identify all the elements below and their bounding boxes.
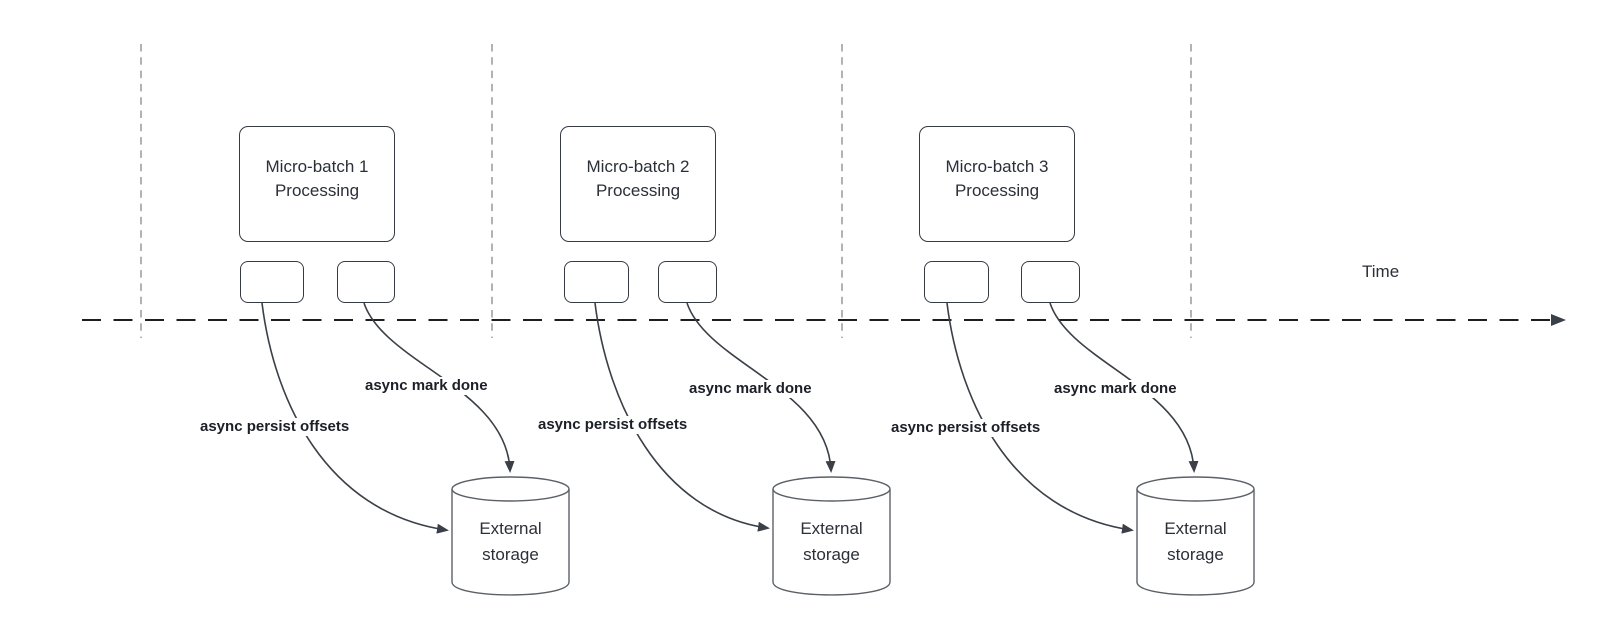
micro-batch-2-label: Micro-batch 2 Processing (586, 157, 690, 200)
external-storage-cylinder-1 (451, 476, 570, 596)
persist-task-box-1 (240, 261, 304, 303)
persist-offsets-label-2: async persist offsets (536, 416, 690, 434)
external-storage-label-1: External storage (479, 519, 542, 564)
micro-batch-1-box: Micro-batch 1 Processing (239, 126, 395, 242)
mark-done-label-3: async mark done (1052, 380, 1179, 398)
micro-batch-3-box: Micro-batch 3 Processing (919, 126, 1075, 242)
persist-offsets-label-3: async persist offsets (889, 419, 1043, 437)
mark-done-label-1: async mark done (363, 377, 490, 395)
external-storage-cylinder-3 (1136, 476, 1255, 596)
mark-done-task-box-3 (1021, 261, 1080, 303)
persist-task-box-2 (564, 261, 629, 303)
persist-task-box-3 (924, 261, 989, 303)
mark-done-arrow-3 (1049, 302, 1199, 473)
persist-offsets-label-1: async persist offsets (198, 418, 352, 436)
micro-batch-2-box: Micro-batch 2 Processing (560, 126, 716, 242)
micro-batch-1-label: Micro-batch 1 Processing (265, 157, 369, 200)
mark-done-label-2: async mark done (687, 380, 814, 398)
mark-done-task-box-2 (658, 261, 717, 303)
micro-batch-3-label: Micro-batch 3 Processing (945, 157, 1049, 200)
mark-done-arrow-2 (686, 302, 836, 473)
time-axis-label: Time (1362, 262, 1400, 281)
external-storage-label-2: External storage (800, 519, 863, 564)
persist-offsets-arrow-1 (261, 302, 449, 534)
mark-done-task-box-1 (337, 261, 395, 303)
persist-offsets-arrow-3 (946, 302, 1134, 534)
external-storage-label-3: External storage (1164, 519, 1227, 564)
persist-offsets-arrow-2 (594, 302, 770, 532)
external-storage-cylinder-2 (772, 476, 891, 596)
